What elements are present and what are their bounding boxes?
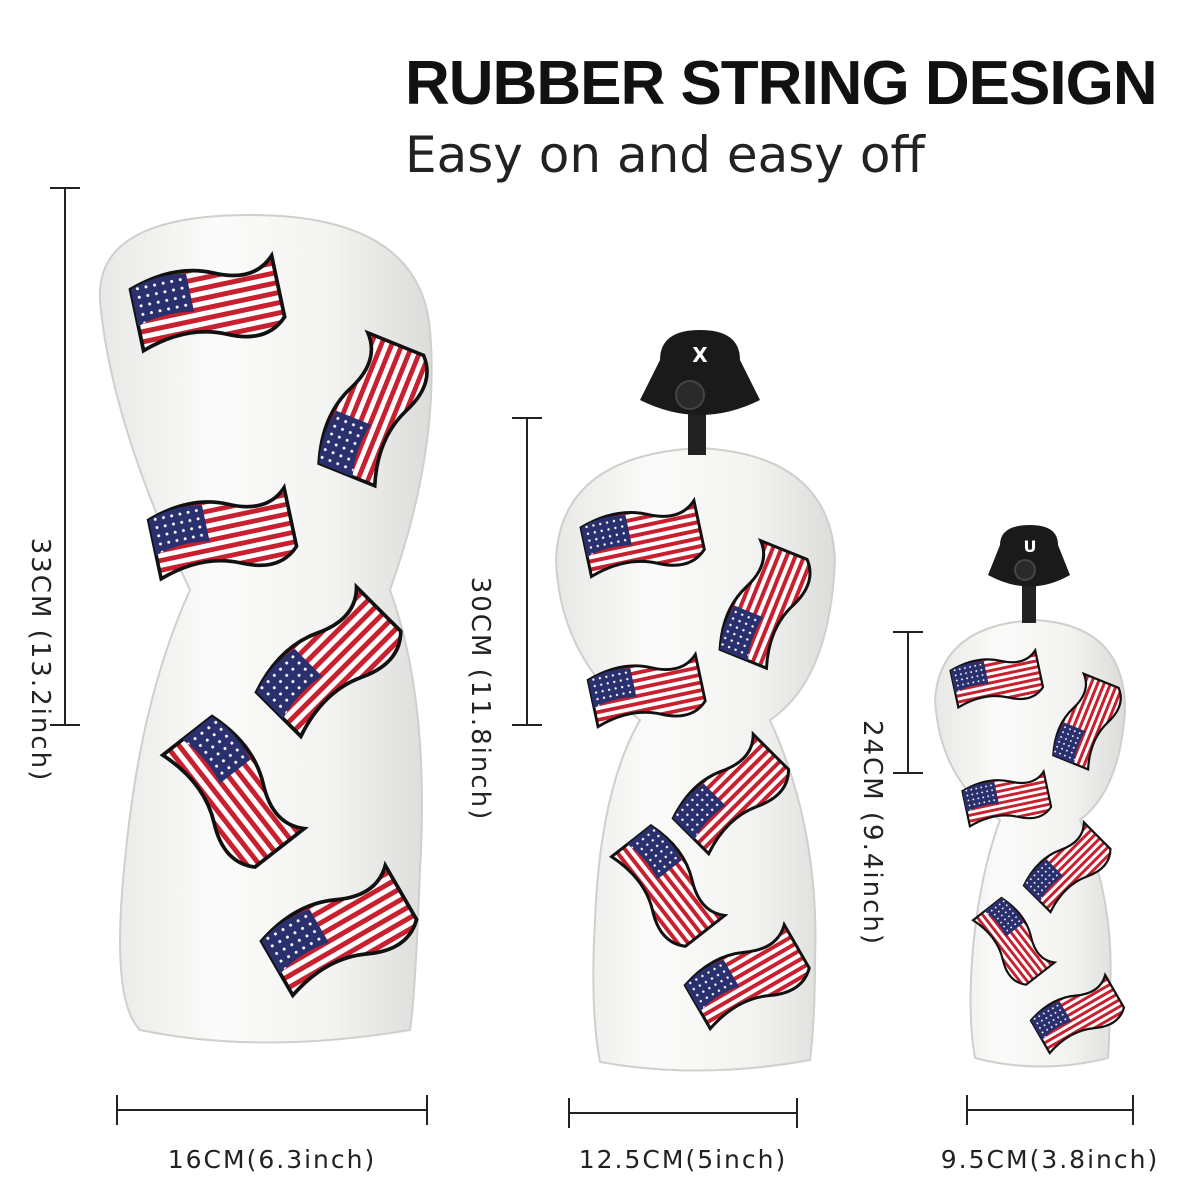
fairway-cover bbox=[554, 446, 837, 1072]
subheadline: Easy on and easy off bbox=[405, 126, 925, 184]
driver-cover bbox=[98, 213, 437, 1044]
hybrid-cover bbox=[933, 618, 1129, 1068]
dimension-lines bbox=[50, 187, 1134, 1128]
fairway-height-label: 30CM (11.8inch) bbox=[465, 576, 495, 822]
fairway-width-label: 12.5CM(5inch) bbox=[578, 1145, 788, 1174]
fairway-tag[interactable]: X bbox=[640, 330, 760, 455]
headline: RUBBER STRING DESIGN bbox=[405, 49, 1158, 118]
hybrid-tag[interactable]: U bbox=[988, 525, 1070, 623]
driver-height-label: 33CM (13.2inch) bbox=[25, 537, 55, 783]
driver-width-label: 16CM(6.3inch) bbox=[167, 1145, 377, 1174]
hybrid-tag-letter: U bbox=[1024, 537, 1037, 556]
hybrid-width-label: 9.5CM(3.8inch) bbox=[940, 1145, 1160, 1174]
fairway-tag-letter: X bbox=[692, 343, 708, 367]
hybrid-height-label: 24CM (9.4inch) bbox=[857, 719, 887, 947]
